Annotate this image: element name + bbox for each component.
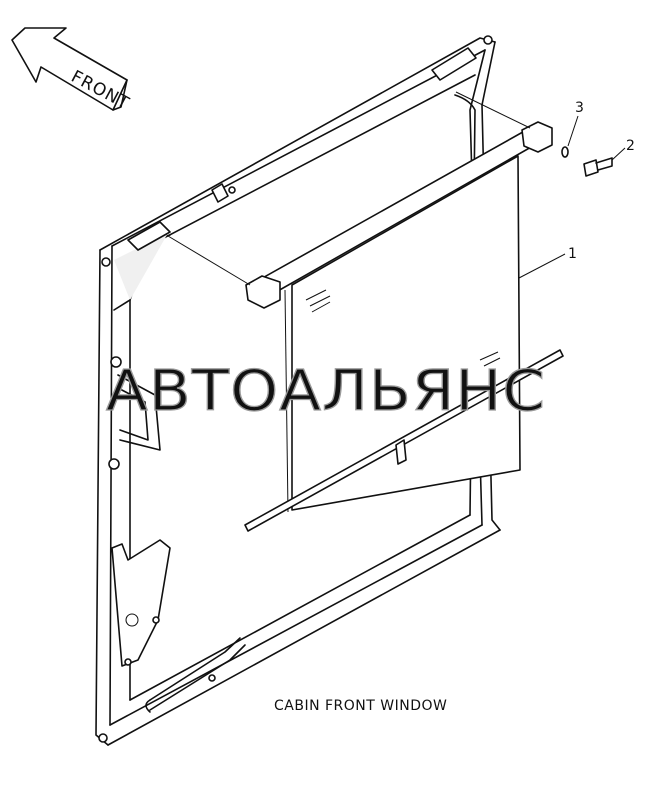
callout-1: 1 [518, 246, 577, 279]
mounting-screw [561, 146, 613, 177]
grab-handle [108, 356, 161, 470]
bottom-handle [145, 637, 246, 713]
callout-number-2: 2 [626, 138, 635, 154]
side-bracket [111, 539, 171, 667]
callout-2: 2 [611, 138, 635, 161]
watermark: АВТОАЛЬЯНС [106, 359, 546, 424]
callout-3: 3 [567, 100, 584, 147]
front-direction-arrow: FRONT [11, 27, 133, 114]
diagram-caption: CABIN FRONT WINDOW [274, 698, 447, 714]
callout-number-1: 1 [568, 246, 577, 262]
callout-number-3: 3 [575, 100, 584, 116]
roller-blind [167, 91, 564, 532]
